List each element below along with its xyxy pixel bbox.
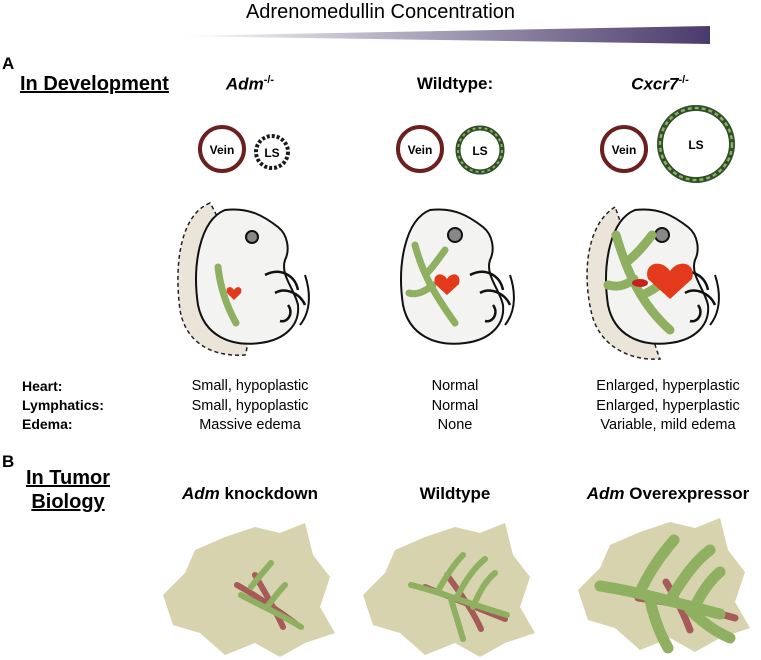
embryo-cxcr7-ko <box>586 205 720 360</box>
vessels-cxcr7-ko: Vein LS <box>600 105 735 183</box>
condition-name: knockdown <box>219 484 318 503</box>
embryo-tail <box>299 274 310 326</box>
row-label-edema: Edema: <box>22 416 73 432</box>
gene-name: Adm <box>181 484 220 503</box>
column-head-overexpressor: Adm Overexpressor <box>568 484 761 504</box>
heart-icon <box>647 263 693 299</box>
row-label-lymphatics: Lymphatics: <box>22 397 104 413</box>
embryo-adm-ko <box>177 202 310 356</box>
tumor-overexpressor <box>578 518 750 654</box>
lymphatic-vessel <box>603 230 675 335</box>
phenotype-column-adm-ko: Small, hypoplastic Small, hypoplastic Ma… <box>160 377 340 436</box>
lymph-sac-cells <box>457 127 503 173</box>
embryo-limbs <box>469 270 512 323</box>
column-head-adm-ko: Adm-/- <box>200 74 300 95</box>
gene-name: Adm <box>586 484 625 503</box>
vein-ring <box>198 125 246 173</box>
heart-icon <box>226 287 242 300</box>
concentration-title: Adrenomedullin Concentration <box>245 1 516 23</box>
row-label-heart: Heart: <box>22 378 63 394</box>
lymphatic-vessel <box>594 534 736 654</box>
section-title-line2: Biology <box>31 491 105 513</box>
lymphatic-vessel <box>405 241 459 327</box>
section-title-line1: In Tumor <box>25 467 111 489</box>
concentration-gradient <box>172 26 710 44</box>
section-title-tumor: In Tumor Biology <box>20 466 116 514</box>
condition-name: Wildtype <box>419 484 491 503</box>
lymph-sac-label: LS <box>264 146 279 160</box>
lymphatic-vessel <box>214 263 240 327</box>
embryo-eye <box>245 230 259 244</box>
phenotype-heart: Normal <box>431 378 479 394</box>
phenotype-lymphatics: Normal <box>431 397 479 414</box>
phenotype-edema: Variable, mild edema <box>600 417 736 433</box>
phenotype-edema: None <box>437 417 473 433</box>
column-head-knockdown: Adm knockdown <box>160 484 340 504</box>
embryo-tail <box>709 274 720 326</box>
lymph-sac-label: LS <box>688 138 703 152</box>
tumor-mass <box>363 523 535 657</box>
vein-ring <box>396 125 444 173</box>
vessels-wildtype: Vein LS <box>396 125 505 175</box>
phenotype-lymphatics: Enlarged, hyperplastic <box>596 397 740 414</box>
gene-name: Adm <box>225 74 264 94</box>
heart-icon <box>434 274 460 295</box>
column-head-tumor-wildtype: Wildtype <box>390 484 520 504</box>
column-head-wildtype: Wildtype: <box>416 74 494 93</box>
embryo-eye <box>447 227 463 243</box>
blood-leak <box>632 279 648 287</box>
embryo-body <box>195 208 300 345</box>
embryo-tail <box>504 274 515 326</box>
phenotype-lymphatics: Small, hypoplastic <box>191 397 309 414</box>
embryo-wildtype <box>400 208 515 345</box>
lymph-sac-cells <box>658 106 734 182</box>
genotype-superscript: -/- <box>263 74 275 86</box>
condition-name: Overexpressor <box>624 484 750 503</box>
section-title-development: In Development <box>20 73 169 95</box>
lymph-sac-label: LS <box>472 144 487 158</box>
column-head-cxcr7-ko: Cxcr7-/- <box>610 74 710 95</box>
vessel-cross-sections: Vein LS Vein LS Vein LS <box>198 105 735 183</box>
lymph-sac-ring <box>254 134 290 170</box>
vein-label: Vein <box>210 143 235 157</box>
vein-label: Vein <box>612 143 637 157</box>
phenotype-heart: Small, hypoplastic <box>191 378 309 394</box>
phenotype-column-wildtype: Normal Normal None <box>390 377 520 436</box>
phenotype-column-cxcr7-ko: Enlarged, hyperplastic Enlarged, hyperpl… <box>578 377 758 436</box>
phenotype-heart: Enlarged, hyperplastic <box>596 378 740 394</box>
vessels-adm-ko: Vein LS <box>198 125 290 173</box>
vein-ring <box>600 125 648 173</box>
tumor-knockdown <box>163 523 335 657</box>
panel-b-letter: B <box>2 452 15 471</box>
tumor-wildtype <box>363 523 535 657</box>
embryo-limbs <box>264 270 307 323</box>
lymphatic-vessel <box>408 552 510 642</box>
vein-label: Vein <box>408 143 433 157</box>
panel-a-letter: A <box>2 54 15 73</box>
gene-name: Cxcr7 <box>631 74 679 94</box>
lymphatic-vessel <box>238 560 304 630</box>
phenotype-edema: Massive edema <box>199 417 301 433</box>
genotype-superscript: -/- <box>678 74 689 86</box>
embryo-eye <box>654 227 670 243</box>
